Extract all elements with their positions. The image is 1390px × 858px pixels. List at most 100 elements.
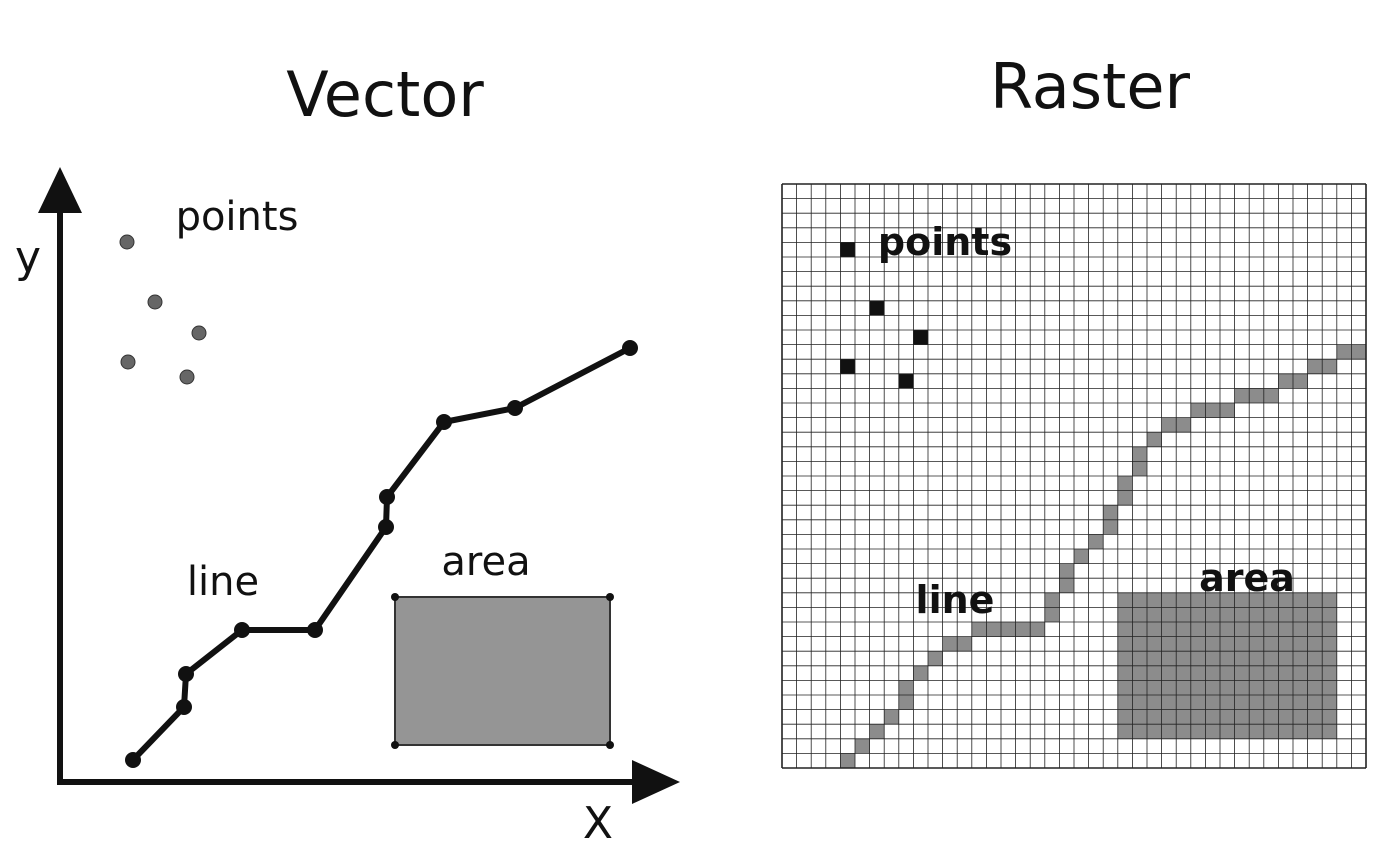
raster-cell <box>1176 592 1191 608</box>
vector-vertex <box>507 400 523 416</box>
raster-cell <box>1030 622 1045 637</box>
raster-cell <box>1249 607 1264 622</box>
raster-cell <box>884 709 899 725</box>
raster-cell <box>1249 724 1264 739</box>
raster-cell <box>1278 592 1293 608</box>
raster-cell <box>1220 636 1235 652</box>
raster-cell <box>1044 592 1060 608</box>
raster-cell <box>1322 607 1337 622</box>
raster-cell <box>1263 622 1279 637</box>
raster-cell <box>1293 622 1308 637</box>
raster-cell <box>1263 607 1279 622</box>
raster-cell <box>1132 665 1147 681</box>
raster-cell <box>1322 359 1337 374</box>
raster-cell <box>1147 724 1162 739</box>
vector-point <box>191 325 207 341</box>
raster-cell <box>1190 695 1206 710</box>
raster-cell <box>1147 651 1162 666</box>
raster-cell <box>1307 622 1323 637</box>
raster-cell <box>1176 709 1191 725</box>
raster-cell <box>913 665 928 681</box>
y-axis-label: y <box>15 232 41 283</box>
raster-area-label: area <box>1199 556 1295 600</box>
raster-cell <box>1220 622 1235 637</box>
raster-cell <box>1263 724 1279 739</box>
raster-cell <box>1132 651 1147 666</box>
vector-line <box>125 340 638 768</box>
raster-cell <box>1263 665 1279 681</box>
raster-filled-cells <box>840 242 1366 768</box>
raster-cell <box>1336 344 1352 360</box>
raster-cell <box>1117 592 1133 608</box>
raster-cell <box>1015 622 1031 637</box>
vector-area-polygon <box>394 596 611 746</box>
raster-cell <box>1074 549 1089 564</box>
raster-cell <box>1249 665 1264 681</box>
vector-point <box>119 234 135 250</box>
raster-cell <box>1263 709 1279 725</box>
vector-title: Vector <box>286 58 484 131</box>
raster-cell <box>1234 680 1250 695</box>
raster-cell <box>913 330 928 345</box>
vector-vertex <box>378 519 394 535</box>
vector-area-corner <box>391 593 399 601</box>
vector-area <box>391 593 614 749</box>
raster-cell <box>1220 724 1235 739</box>
raster-cell <box>1234 651 1250 666</box>
raster-cell <box>1132 636 1147 652</box>
raster-cell <box>1322 622 1337 637</box>
raster-cell <box>1190 592 1206 608</box>
raster-cell <box>1117 476 1133 491</box>
raster-cell <box>1293 636 1308 652</box>
raster-cell <box>1263 636 1279 652</box>
raster-cell <box>1278 607 1293 622</box>
raster-cell <box>1249 636 1264 652</box>
raster-cell <box>1147 709 1162 725</box>
raster-cell <box>1176 724 1191 739</box>
vector-vertex <box>178 666 194 682</box>
raster-cell <box>1234 665 1250 681</box>
raster-cell <box>1220 651 1235 666</box>
raster-cell <box>1161 724 1177 739</box>
raster-cell <box>1278 724 1293 739</box>
vector-vertex <box>307 622 323 638</box>
vector-vertex <box>379 489 395 505</box>
vector-vertex <box>234 622 250 638</box>
vector-area-corner <box>606 741 614 749</box>
raster-cell <box>1322 695 1337 710</box>
raster-cell <box>1322 592 1337 608</box>
raster-cell <box>1278 636 1293 652</box>
raster-cell <box>1220 403 1235 418</box>
raster-cell <box>1293 680 1308 695</box>
raster-cell <box>898 680 914 695</box>
vector-points <box>119 234 207 385</box>
raster-cell <box>1307 592 1323 608</box>
raster-cell <box>1117 665 1133 681</box>
raster-cell <box>1249 622 1264 637</box>
raster-cell <box>1176 417 1191 433</box>
raster-cell <box>1190 651 1206 666</box>
raster-cell <box>1147 592 1162 608</box>
raster-cell <box>1117 651 1133 666</box>
raster-cell <box>1293 607 1308 622</box>
raster-title: Raster <box>990 50 1190 123</box>
raster-cell <box>1117 695 1133 710</box>
raster-cell <box>1249 592 1264 608</box>
raster-cell <box>1234 709 1250 725</box>
raster-cell <box>1278 651 1293 666</box>
vector-point <box>179 369 195 385</box>
raster-cell <box>1117 607 1133 622</box>
raster-cell <box>1278 695 1293 710</box>
raster-cell <box>1220 607 1235 622</box>
raster-cell <box>1293 665 1308 681</box>
vector-vertex <box>622 340 638 356</box>
raster-cell <box>869 724 885 739</box>
raster-cell <box>1088 534 1104 549</box>
raster-cell <box>1190 607 1206 622</box>
raster-cell <box>1263 680 1279 695</box>
raster-cell <box>1263 388 1279 403</box>
raster-cell <box>1205 651 1220 666</box>
raster-cell <box>1176 622 1191 637</box>
raster-cell <box>1190 636 1206 652</box>
raster-cell <box>1161 680 1177 695</box>
